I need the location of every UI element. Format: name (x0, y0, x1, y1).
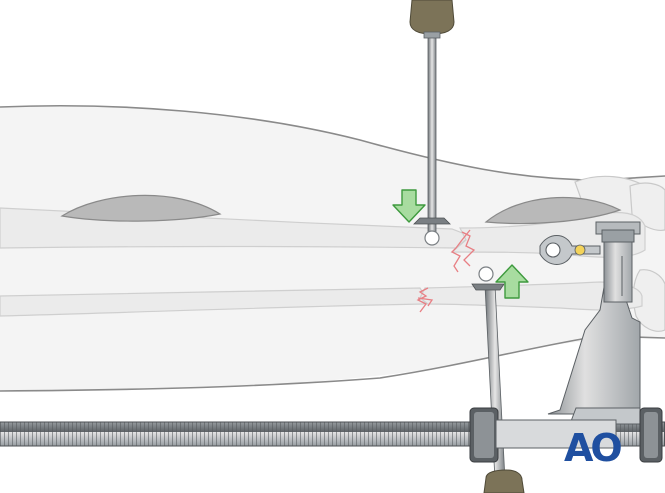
forearm-dorsal-outline (0, 104, 665, 181)
rod-carriage (469, 407, 617, 463)
upper-pin (409, 0, 455, 246)
forearm-skin (0, 105, 665, 391)
forearm-volar-outline (0, 335, 665, 392)
arrow-up-icon (495, 264, 529, 299)
arrow-down-icon (392, 189, 426, 223)
fracture-lines (416, 229, 476, 313)
muscle-belly-proximal (60, 194, 222, 222)
muscle-belly-distal (484, 196, 622, 225)
pin-handle-top (409, 0, 455, 35)
pin-yellow-marker (574, 244, 586, 256)
ao-logo-text: AO (564, 428, 621, 468)
knurled-nut (639, 407, 663, 463)
ao-logo: AO (563, 428, 623, 468)
pin-handle-bottom (483, 469, 525, 493)
distractor-frame (539, 221, 641, 425)
ao-logo-mark: AO (564, 428, 623, 468)
